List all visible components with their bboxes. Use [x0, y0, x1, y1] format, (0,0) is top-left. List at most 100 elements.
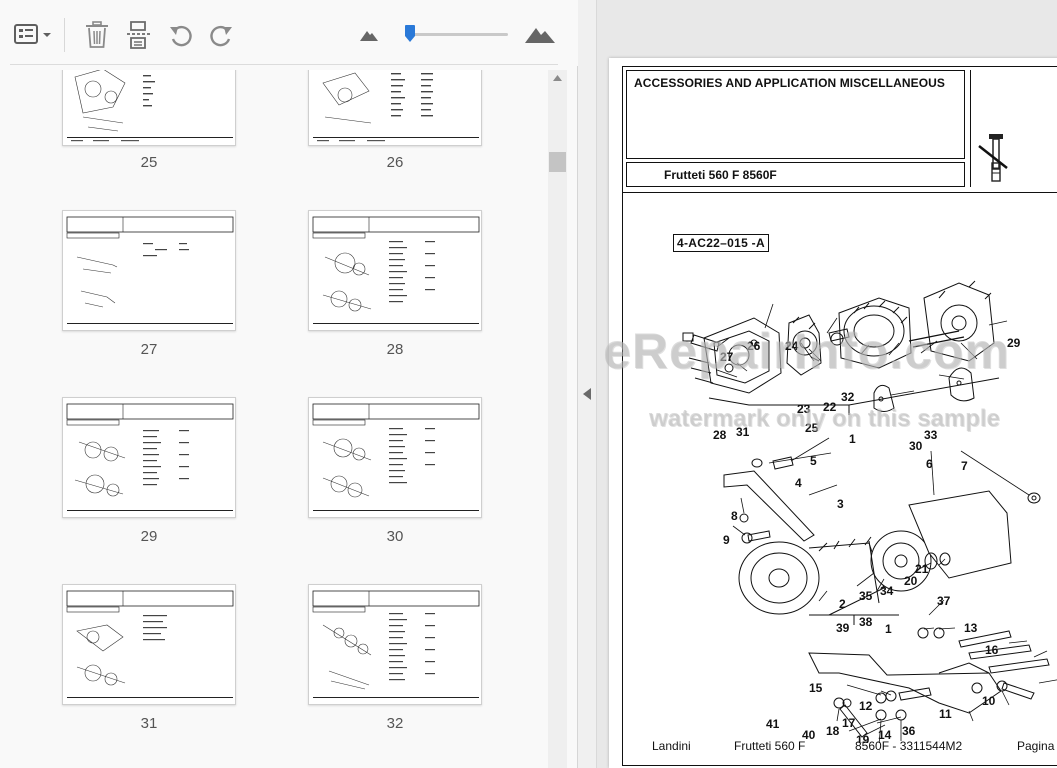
callout-label: 31	[736, 425, 750, 439]
thumbnail-page-number: 26	[386, 154, 404, 171]
thumbnail-page[interactable]	[62, 397, 236, 518]
thumbnail-page[interactable]	[62, 584, 236, 705]
thumbnail-grid: 25	[10, 70, 545, 768]
thumbnail-scrollbar[interactable]	[548, 70, 567, 768]
callout-label: 28	[713, 428, 727, 442]
scrollbar-thumb[interactable]	[549, 152, 566, 172]
callout-label: 13	[964, 621, 978, 635]
thumbnail-page[interactable]	[308, 70, 482, 146]
callout-label: 10	[982, 694, 996, 708]
thumbnail-page-number: 27	[140, 341, 158, 358]
callout-label: 29	[1007, 336, 1021, 350]
document-page: ACCESSORIES AND APPLICATION MISCELLANEOU…	[609, 58, 1057, 768]
thumbnail-page-number: 32	[386, 715, 404, 732]
callout-label: 1	[885, 622, 892, 636]
callout-label: 27	[720, 350, 734, 364]
footer-part-number: 8560F - 3311544M2	[855, 739, 963, 753]
footer-model: Frutteti 560 F	[734, 739, 806, 753]
large-mountain-icon	[525, 28, 555, 43]
page-extract-icon	[127, 21, 151, 49]
title-box: ACCESSORIES AND APPLICATION MISCELLANEOU…	[626, 70, 965, 159]
callout-label: 20	[904, 574, 918, 588]
thumbnail-page[interactable]	[62, 70, 236, 146]
callout-label: 24	[785, 339, 799, 353]
page-title: ACCESSORIES AND APPLICATION MISCELLANEOU…	[634, 76, 946, 90]
page-thumbnail-image	[312, 403, 480, 511]
watermark-sub: watermark only on this sample	[649, 405, 1000, 432]
callout-label: 14	[878, 728, 892, 742]
document-viewer: ACCESSORIES AND APPLICATION MISCELLANEOU…	[597, 0, 1057, 768]
thumbnail-size-slider[interactable]	[405, 25, 508, 42]
slider-thumb[interactable]	[405, 25, 415, 42]
callout-label: 1	[849, 432, 856, 446]
model-box: Frutteti 560 F 8560F	[626, 162, 965, 187]
thumbnail-page-number: 31	[140, 715, 158, 732]
extract-button[interactable]	[124, 18, 154, 52]
zoom-out-button[interactable]	[356, 18, 382, 52]
callout-label: 18	[826, 724, 840, 738]
callout-label: 16	[985, 643, 999, 657]
callout-label: 6	[926, 457, 933, 471]
callout-label: 35	[859, 589, 873, 603]
scroll-up-arrow-icon[interactable]	[551, 73, 564, 83]
callout-label: 33	[924, 428, 938, 442]
callout-label: 7	[961, 459, 968, 473]
thumbnail-page[interactable]	[62, 210, 236, 331]
callout-label: 21	[915, 562, 929, 576]
thumbnail-page-number: 25	[140, 154, 158, 171]
view-options-button[interactable]	[8, 18, 56, 52]
page-thumbnail-image	[66, 403, 234, 511]
trash-icon	[86, 21, 108, 48]
callout-label: 26	[747, 339, 761, 353]
callout-label: 39	[836, 621, 850, 635]
diagram-reference: 4-AC22–015 -A	[673, 234, 769, 252]
collapse-left-icon[interactable]	[583, 388, 592, 400]
page-thumbnail-image	[312, 216, 480, 324]
callout-label: 11	[939, 707, 952, 721]
page-thumbnail-image	[66, 216, 234, 324]
callout-label: 37	[937, 594, 951, 608]
callout-label: 5	[810, 454, 817, 468]
page-thumbnail-image	[66, 590, 234, 698]
header-divider	[622, 192, 1057, 193]
undo-button[interactable]	[166, 18, 196, 52]
callout-label: 17	[842, 716, 856, 730]
thumbnail-page-number: 29	[140, 528, 158, 545]
tool-pin-icon	[978, 134, 1008, 182]
page-border	[622, 66, 1057, 766]
callout-label: 12	[859, 699, 873, 713]
callout-label: 23	[797, 402, 811, 416]
watermark-main: eRepairInfo.com	[603, 323, 1010, 379]
callout-label: 2	[839, 597, 846, 611]
callout-label: 9	[723, 533, 730, 547]
page-thumbnail-image	[67, 70, 233, 142]
page-subtitle: Frutteti 560 F 8560F	[664, 168, 777, 182]
callout-label: 40	[802, 728, 816, 742]
list-view-icon	[14, 24, 51, 44]
thumbnail-page[interactable]	[308, 397, 482, 518]
callout-label: 41	[766, 717, 780, 731]
thumbnail-toolbar	[0, 0, 578, 66]
page-footer: Landini Frutteti 560 F 8560F - 3311544M2…	[622, 730, 1057, 760]
callout-label: 8	[731, 509, 738, 523]
thumbnail-page-number: 30	[386, 528, 404, 545]
undo-icon	[170, 25, 192, 47]
callout-label: 32	[841, 390, 855, 404]
delete-button[interactable]	[82, 18, 112, 52]
thumbnail-page[interactable]	[308, 584, 482, 705]
redo-button[interactable]	[206, 18, 236, 52]
thumbnail-page-number: 28	[386, 341, 404, 358]
toolbar-separator	[10, 64, 558, 65]
zoom-in-button[interactable]	[523, 18, 557, 52]
thumbnail-page[interactable]	[308, 210, 482, 331]
footer-page-label: Pagina	[1017, 739, 1055, 753]
thumbnail-panel: 25	[0, 0, 578, 768]
exploded-parts-diagram: 1 1 2 3 4 5 6 7 8 9 10 11 12 13 14 15 16…	[682, 280, 1057, 743]
callout-label: 38	[859, 615, 873, 629]
panel-collapse-strip[interactable]	[578, 0, 597, 768]
callout-label: 3	[837, 497, 844, 511]
callout-label: 25	[805, 421, 819, 435]
callout-label: 22	[823, 400, 837, 414]
small-mountain-icon	[360, 31, 378, 41]
callout-label: 36	[902, 724, 916, 738]
